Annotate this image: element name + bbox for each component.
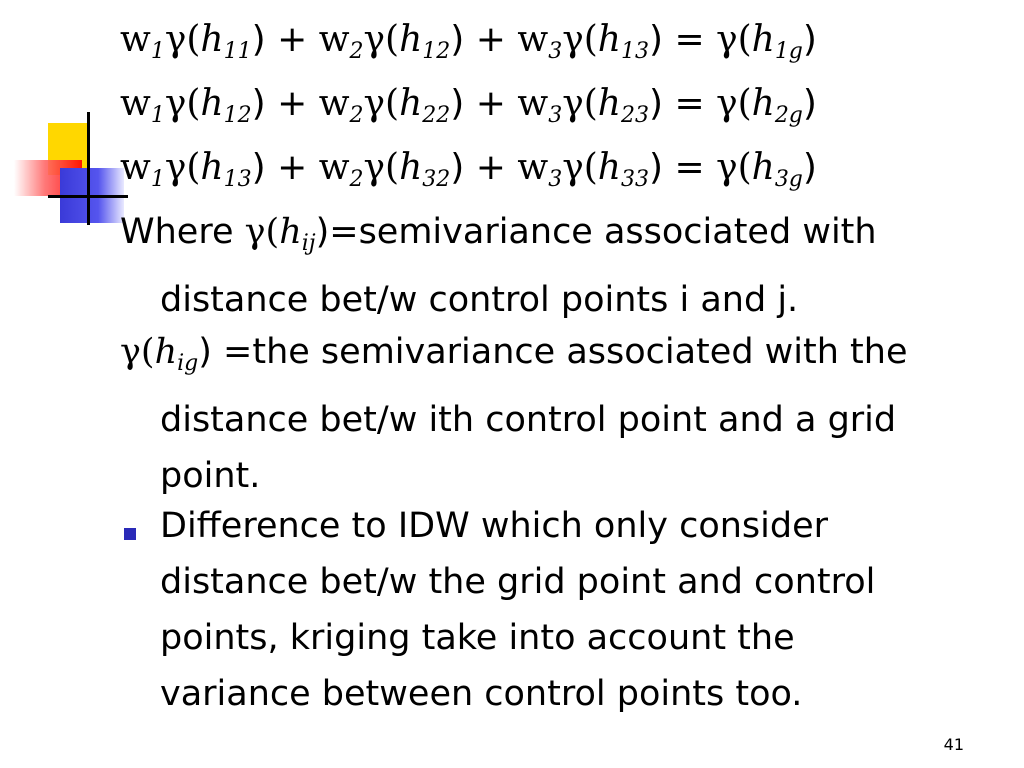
- equation-3: w1γ(h13) + w2γ(h32) + w3γ(h33) = γ(h3g): [120, 150, 817, 191]
- where-subscript: ij: [301, 231, 316, 256]
- eq-gamma: γ(: [363, 19, 400, 60]
- eq-weight: w: [517, 19, 549, 60]
- eq-h: h: [200, 83, 224, 124]
- bullet-line: distance bet/w the grid point and contro…: [160, 562, 876, 602]
- eq-subscript: 33: [620, 167, 649, 192]
- eq-gamma: γ(: [562, 83, 598, 124]
- eq-weight: w: [318, 19, 350, 60]
- eq-weight: w: [120, 19, 151, 60]
- eq-subscript: 22: [422, 103, 451, 128]
- bullet-paragraph: Difference to IDW which only consider di…: [120, 498, 1010, 722]
- eq-subscript: 11: [223, 39, 252, 64]
- eq-subscript: 1: [150, 39, 165, 64]
- eq-subscript: 2g: [774, 103, 803, 128]
- eq-gamma: γ(: [363, 147, 400, 188]
- equation-2: w1γ(h12) + w2γ(h22) + w3γ(h23) = γ(h2g): [120, 86, 817, 127]
- eq-operator: ) +: [450, 147, 518, 188]
- eq-subscript: 32: [422, 167, 451, 192]
- eq-weight: w: [517, 83, 549, 124]
- where-lead: Where: [120, 212, 245, 252]
- logo-horizontal-line: [48, 195, 128, 198]
- where-gamma: γ(: [244, 212, 280, 252]
- bullet-line: points, kriging take into account the: [160, 618, 795, 658]
- eq-h: h: [200, 147, 224, 188]
- eq-h: h: [751, 83, 775, 124]
- gamma-def-gamma: γ(: [120, 332, 155, 372]
- eq-operator: ) =: [648, 19, 717, 60]
- eq-operator: ) =: [648, 83, 717, 124]
- eq-subscript: 1: [150, 103, 165, 128]
- eq-close-paren: ): [802, 147, 817, 188]
- eq-gamma: γ(: [716, 147, 752, 188]
- gamma-def-line-3: point.: [160, 456, 261, 496]
- equation-1: w1γ(h11) + w2γ(h12) + w3γ(h13) = γ(h1g): [120, 22, 817, 63]
- eq-gamma: γ(: [164, 83, 201, 124]
- eq-weight: w: [120, 147, 151, 188]
- gamma-def-subscript: ig: [177, 351, 199, 376]
- eq-gamma: γ(: [716, 83, 752, 124]
- eq-subscript: 1: [150, 167, 165, 192]
- eq-weight: w: [318, 83, 350, 124]
- where-rest: )=semivariance associated with: [315, 212, 877, 252]
- eq-h: h: [597, 83, 621, 124]
- eq-subscript: 3: [548, 167, 563, 192]
- where-line-1: Where γ(hij)=semivariance associated wit…: [120, 204, 1010, 272]
- eq-subscript: 13: [223, 167, 252, 192]
- eq-subscript: 23: [620, 103, 649, 128]
- eq-weight: w: [120, 83, 151, 124]
- where-h: h: [279, 212, 302, 252]
- gamma-def-h: h: [154, 332, 178, 372]
- eq-subscript: 2: [349, 103, 364, 128]
- eq-subscript: 3: [548, 103, 563, 128]
- eq-operator: ) +: [450, 83, 518, 124]
- logo-vertical-line: [87, 112, 90, 225]
- eq-gamma: γ(: [716, 19, 752, 60]
- eq-subscript: 3: [548, 39, 563, 64]
- eq-h: h: [200, 19, 224, 60]
- gamma-def-line-1: γ(hig) =the semivariance associated with…: [120, 324, 1010, 392]
- eq-operator: ) =: [648, 147, 717, 188]
- where-line-2: distance bet/w control points i and j.: [160, 280, 799, 320]
- eq-gamma: γ(: [164, 19, 201, 60]
- page-number: 41: [943, 735, 964, 754]
- eq-subscript: 12: [223, 103, 252, 128]
- eq-operator: ) +: [251, 83, 319, 124]
- eq-h: h: [751, 19, 775, 60]
- eq-h: h: [597, 147, 621, 188]
- eq-subscript: 2: [349, 39, 364, 64]
- eq-operator: ) +: [251, 147, 319, 188]
- bullet-square-icon: [124, 528, 136, 540]
- gamma-definition: γ(hig) =the semivariance associated with…: [120, 324, 1010, 504]
- eq-gamma: γ(: [164, 147, 201, 188]
- eq-subscript: 3g: [774, 167, 803, 192]
- gamma-def-rest: ) =the semivariance associated with the: [198, 332, 908, 372]
- eq-h: h: [399, 83, 423, 124]
- bullet-line: variance between control points too.: [160, 674, 803, 714]
- bullet-line: Difference to IDW which only consider: [160, 506, 829, 546]
- eq-h: h: [399, 19, 423, 60]
- eq-gamma: γ(: [562, 19, 598, 60]
- eq-subscript: 13: [620, 39, 649, 64]
- eq-h: h: [597, 19, 621, 60]
- where-definition: Where γ(hij)=semivariance associated wit…: [120, 204, 1010, 328]
- eq-gamma: γ(: [562, 147, 598, 188]
- eq-subscript: 1g: [774, 39, 803, 64]
- decorative-logo-icon: [0, 0, 130, 240]
- eq-weight: w: [517, 147, 549, 188]
- eq-subscript: 2: [349, 167, 364, 192]
- eq-close-paren: ): [802, 19, 817, 60]
- eq-close-paren: ): [802, 83, 817, 124]
- eq-subscript: 12: [422, 39, 451, 64]
- eq-operator: ) +: [450, 19, 518, 60]
- eq-operator: ) +: [251, 19, 319, 60]
- eq-weight: w: [318, 147, 350, 188]
- eq-gamma: γ(: [363, 83, 400, 124]
- gamma-def-line-2: distance bet/w ith control point and a g…: [160, 400, 897, 440]
- eq-h: h: [751, 147, 775, 188]
- eq-h: h: [399, 147, 423, 188]
